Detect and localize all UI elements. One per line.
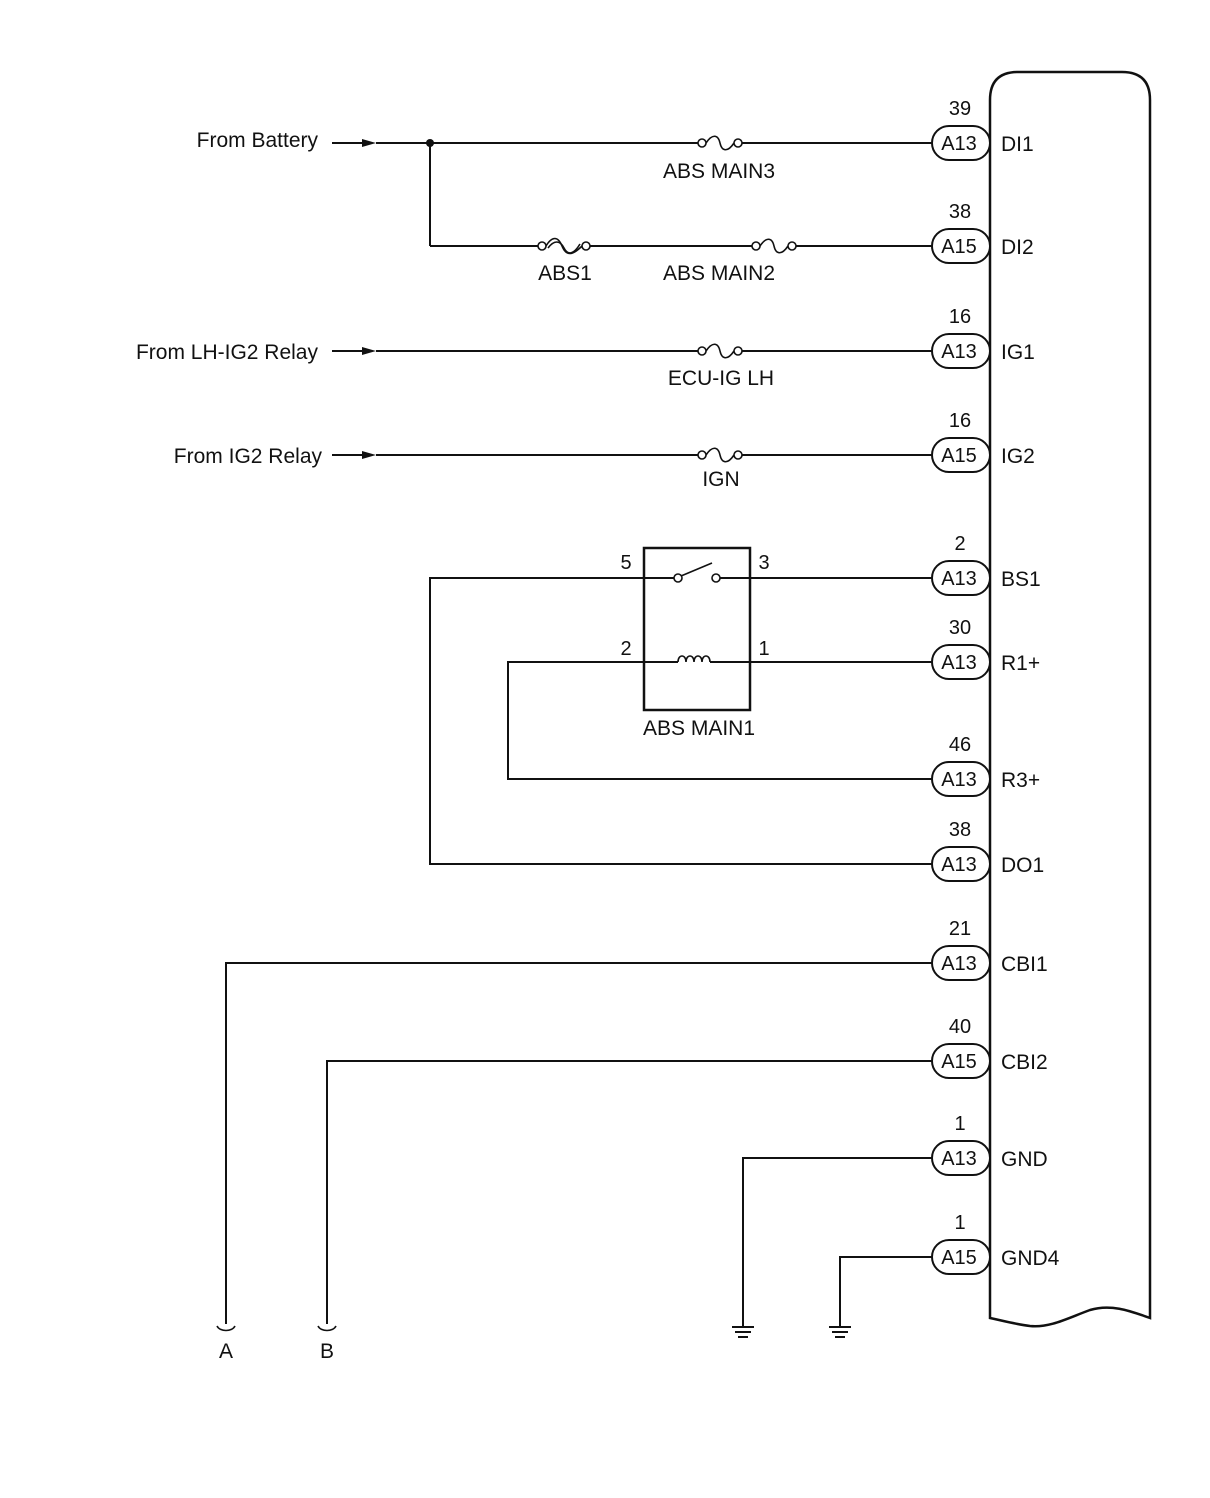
ground-icon — [732, 1326, 754, 1338]
connector-id: A13 — [941, 854, 977, 876]
off-page-connector-b-icon — [317, 1325, 337, 1332]
wire-gnd — [742, 1157, 932, 1326]
connector-oval — [931, 228, 991, 264]
pin-number: 30 — [949, 617, 971, 639]
off-page-connector-a-icon — [216, 1325, 236, 1332]
connector-oval — [931, 846, 991, 882]
relay-pin-2: 2 — [620, 638, 631, 660]
pin-number: 1 — [954, 1113, 965, 1135]
signal-name: CBI1 — [1001, 953, 1048, 976]
arrow-icon — [332, 139, 376, 147]
ecu-outline — [988, 70, 1152, 1328]
signal-name: BS1 — [1001, 568, 1041, 591]
connector-id: A13 — [941, 341, 977, 363]
arrow-icon — [332, 451, 376, 459]
wire-cbi1 — [225, 962, 932, 1324]
fuse-icon — [697, 135, 743, 151]
relay-name-label: ABS MAIN1 — [643, 717, 755, 740]
arrow-icon — [332, 347, 376, 355]
connector-oval — [931, 125, 991, 161]
connector-id: A15 — [941, 445, 977, 467]
fuse-abs-main2-label: ABS MAIN2 — [663, 262, 775, 285]
pin-number: 16 — [949, 306, 971, 328]
connector-oval — [931, 1043, 991, 1079]
connector-id: A13 — [941, 568, 977, 590]
relay-box — [642, 546, 752, 712]
source-lh-ig2-relay-label: From LH-IG2 Relay — [136, 341, 319, 364]
connector-id: A13 — [941, 133, 977, 155]
connector-id: A15 — [941, 1247, 977, 1269]
connector-oval — [931, 1140, 991, 1176]
fuse-ecu-ig-lh-label: ECU-IG LH — [668, 367, 774, 390]
wire-gnd4 — [839, 1256, 932, 1326]
relay-coil-icon — [644, 655, 750, 663]
connector-oval — [931, 333, 991, 369]
fuse-icon — [751, 238, 797, 254]
signal-name: DO1 — [1001, 854, 1044, 877]
relay-pin-3: 3 — [758, 552, 769, 574]
connector-oval — [931, 560, 991, 596]
off-page-label-a: A — [219, 1340, 233, 1363]
signal-name: IG2 — [1001, 445, 1035, 468]
fuse-abs1-label: ABS1 — [538, 262, 592, 285]
fuse-abs-main3-label: ABS MAIN3 — [663, 160, 775, 183]
connector-oval — [931, 437, 991, 473]
relay-pin-1: 1 — [758, 638, 769, 660]
signal-name: DI1 — [1001, 133, 1034, 156]
connector-oval — [931, 1239, 991, 1275]
signal-name: GND — [1001, 1148, 1048, 1171]
pin-number: 21 — [949, 918, 971, 940]
connector-oval — [931, 945, 991, 981]
wire-cbi2 — [326, 1060, 932, 1324]
connector-id: A13 — [941, 953, 977, 975]
pin-number: 38 — [949, 819, 971, 841]
pin-number: 1 — [954, 1212, 965, 1234]
pin-number: 16 — [949, 410, 971, 432]
signal-name: DI2 — [1001, 236, 1034, 259]
relay-switch-icon — [644, 562, 750, 583]
fuse-icon — [697, 447, 743, 463]
fuse-ign-label: IGN — [702, 468, 739, 491]
signal-name: GND4 — [1001, 1247, 1060, 1270]
signal-name: R1+ — [1001, 652, 1040, 675]
source-ig2-relay-label: From IG2 Relay — [174, 445, 323, 468]
connector-id: A15 — [941, 1051, 977, 1073]
pin-number: 40 — [949, 1016, 971, 1038]
connector-oval — [931, 644, 991, 680]
wire-do1 — [429, 577, 932, 865]
pin-number: 46 — [949, 734, 971, 756]
connector-id: A15 — [941, 236, 977, 258]
off-page-label-b: B — [320, 1340, 334, 1363]
connector-id: A13 — [941, 652, 977, 674]
pin-number: 38 — [949, 201, 971, 223]
relay-pin-5: 5 — [620, 552, 631, 574]
fusible-link-icon — [537, 237, 591, 255]
pin-number: 39 — [949, 98, 971, 120]
wire-r3 — [507, 661, 932, 780]
ground-icon — [829, 1326, 851, 1338]
signal-name: CBI2 — [1001, 1051, 1048, 1074]
connector-id: A13 — [941, 769, 977, 791]
connector-oval — [931, 761, 991, 797]
fuse-icon — [697, 343, 743, 359]
source-battery-label: From Battery — [197, 129, 319, 152]
signal-name: IG1 — [1001, 341, 1035, 364]
signal-name: R3+ — [1001, 769, 1040, 792]
connector-id: A13 — [941, 1148, 977, 1170]
terminal-list: A1339DI1A1538DI2A1316IG1A1516IG2A132BS1A… — [931, 98, 1060, 1275]
pin-number: 2 — [954, 533, 965, 555]
